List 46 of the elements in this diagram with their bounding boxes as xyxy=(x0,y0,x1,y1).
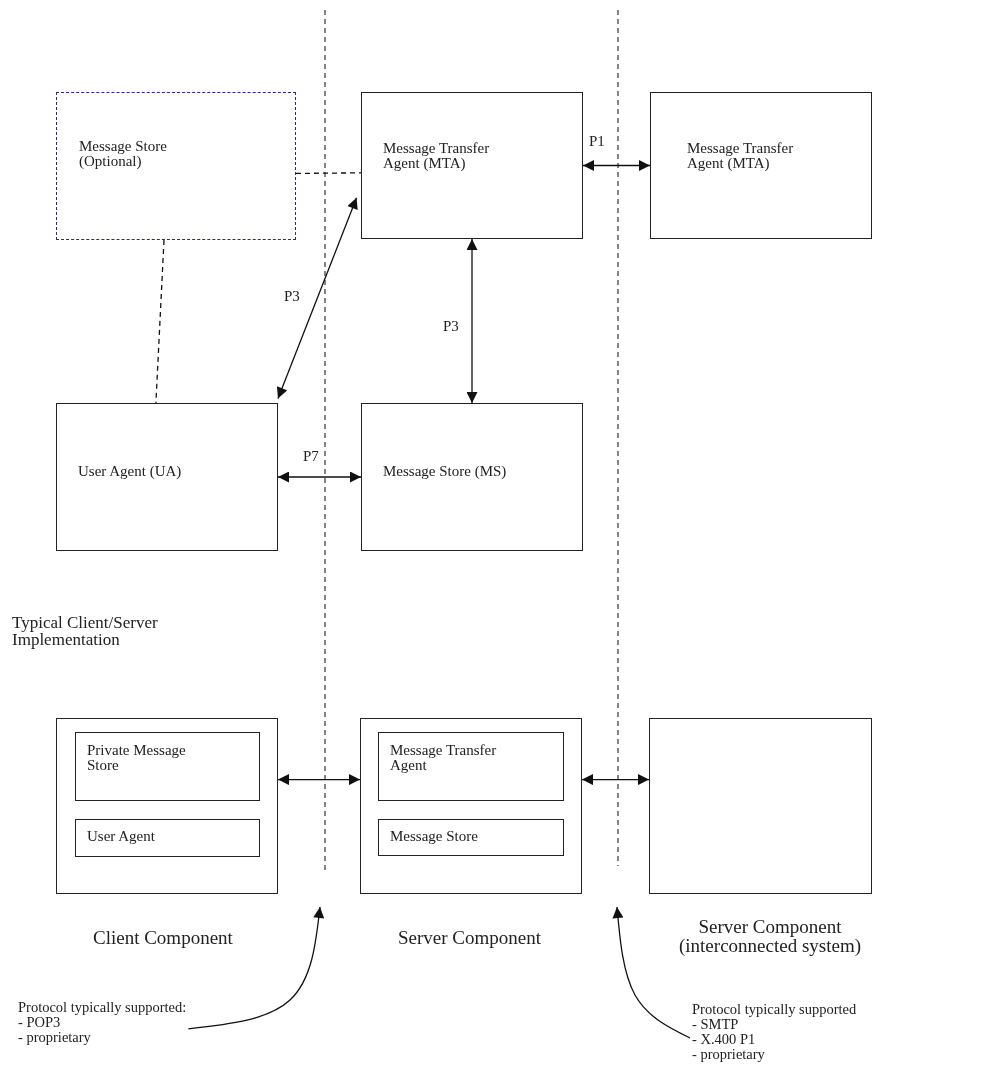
box-label: Message Store (Optional) xyxy=(79,139,168,169)
component-box xyxy=(56,403,278,551)
arrow xyxy=(277,471,362,483)
arrow xyxy=(276,197,358,400)
component-caption: Client Component xyxy=(93,928,233,947)
component-box xyxy=(361,92,583,239)
component-box xyxy=(56,92,296,240)
component-caption: Server Component xyxy=(398,928,541,947)
container-box xyxy=(649,718,872,894)
container-box xyxy=(56,718,278,894)
leader-line xyxy=(612,906,691,1039)
box-label: Message Store xyxy=(390,829,479,844)
edge-label: P1 xyxy=(588,133,606,149)
box-label: Message Transfer Agent xyxy=(390,743,498,773)
connector-line xyxy=(155,239,165,404)
annotation-text: Protocol typically supported: xyxy=(18,1000,187,1015)
component-box xyxy=(378,819,564,856)
annotation-text: Protocol typically supported xyxy=(692,1002,857,1017)
box-label: Message Store (MS) xyxy=(383,464,508,479)
component-caption: Server Component (interconnected system) xyxy=(678,917,862,955)
arrow xyxy=(582,160,651,171)
connector-line xyxy=(295,172,362,175)
component-box xyxy=(378,732,564,801)
component-box xyxy=(75,732,260,801)
edge-label: P3 xyxy=(442,318,460,334)
arrow xyxy=(581,774,650,786)
component-box xyxy=(650,92,872,239)
arrow xyxy=(466,238,478,404)
box-label: Private Message Store xyxy=(87,743,187,773)
container-box xyxy=(360,718,582,894)
annotation-text: - proprietary xyxy=(692,1047,766,1062)
component-box xyxy=(75,819,260,857)
box-label: User Agent xyxy=(87,829,156,844)
leader-line xyxy=(187,906,325,1030)
section-heading: Typical Client/Server Implementation xyxy=(12,614,159,648)
annotation-text: - SMTP xyxy=(692,1017,740,1032)
edge-label: P7 xyxy=(302,448,320,464)
annotation-text: - POP3 xyxy=(18,1015,62,1030)
annotation-text: - proprietary xyxy=(18,1030,92,1045)
edge-label: P3 xyxy=(283,288,301,304)
component-box xyxy=(361,403,583,551)
box-label: Message Transfer Agent (MTA) xyxy=(383,141,491,171)
box-label: Message Transfer Agent (MTA) xyxy=(687,141,795,171)
arrow xyxy=(277,774,361,786)
annotation-text: - X.400 P1 xyxy=(692,1032,757,1047)
box-label: User Agent (UA) xyxy=(78,464,183,479)
